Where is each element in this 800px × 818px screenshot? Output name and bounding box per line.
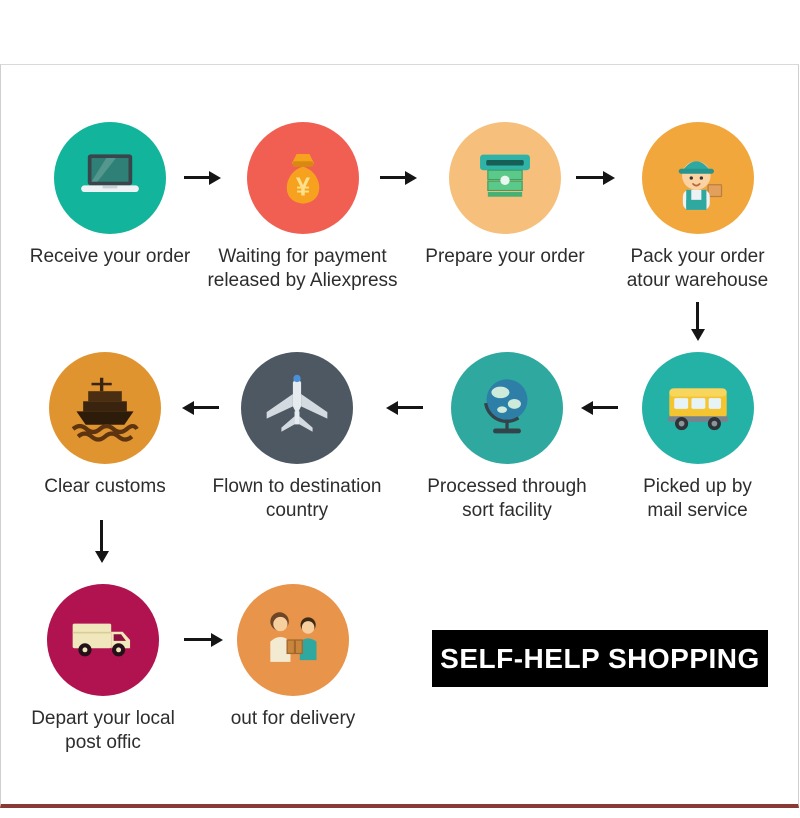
- step-label: Depart your local post offic: [31, 708, 175, 753]
- step-circle: [237, 584, 349, 696]
- step-out-for-delivery: out for delivery: [188, 584, 398, 731]
- warehouse-worker-icon: [678, 161, 722, 210]
- arrow-step5-step6: [592, 406, 618, 409]
- step-label: Clear customs: [44, 476, 166, 497]
- step-flown-destination: Flown to destination country: [192, 352, 402, 523]
- cargo-ship-icon: [71, 377, 139, 442]
- step-label: Processed through sort facility: [427, 476, 587, 521]
- step-label: Waiting for payment released by Aliexpre…: [207, 246, 398, 291]
- arrow-step2-step3: [380, 176, 406, 179]
- step-waiting-payment: ¥ Waiting for payment released by Aliexp…: [195, 122, 410, 293]
- step-label: out for delivery: [230, 708, 356, 729]
- step-circle: [451, 352, 563, 464]
- money-bag-icon: ¥: [286, 154, 319, 204]
- step-circle: [641, 122, 754, 234]
- arrow-step9-step10: [184, 638, 212, 641]
- yuan-glyph: ¥: [295, 174, 310, 202]
- step-circle: [641, 352, 754, 464]
- step-circle: [54, 122, 166, 234]
- step-circle: [49, 352, 161, 464]
- step-label: Flown to destination country: [212, 476, 382, 521]
- arrow-step3-step4: [576, 176, 604, 179]
- globe-icon: [484, 379, 528, 434]
- step-label: Pack your order atour warehouse: [626, 246, 769, 291]
- step-circle: [241, 352, 353, 464]
- arrow-step7-step8: [193, 406, 219, 409]
- laptop-icon: [81, 154, 139, 193]
- arrow-step8-step9: [100, 520, 103, 552]
- arrow-step1-step2: [184, 176, 210, 179]
- airplane-icon: [266, 374, 328, 432]
- arrow-step6-step7: [397, 406, 423, 409]
- step-circle: [47, 584, 159, 696]
- arrow-step4-step5: [696, 302, 699, 330]
- step-circle: ¥: [246, 122, 359, 234]
- mail-bus-icon: [667, 388, 728, 431]
- step-depart-post-office: Depart your local post offic: [0, 584, 206, 755]
- step-prepare-order: Prepare your order: [400, 122, 610, 269]
- step-receive-order: Receive your order: [0, 122, 220, 269]
- step-label: Receive your order: [29, 246, 191, 267]
- step-label: Picked up by mail service: [643, 476, 752, 521]
- delivery-truck-icon: [72, 623, 131, 657]
- step-label: Prepare your order: [425, 246, 585, 267]
- step-clear-customs: Clear customs: [0, 352, 210, 499]
- step-pack-order: Pack your order atour warehouse: [595, 122, 800, 293]
- step-circle: [449, 122, 561, 234]
- cash-dispenser-icon: [480, 154, 530, 197]
- step-picked-up-mail: Picked up by mail service: [595, 352, 800, 523]
- handoff-people-icon: [270, 612, 317, 662]
- step-sort-facility: Processed through sort facility: [402, 352, 612, 523]
- self-help-shopping-banner: SELF-HELP SHOPPING: [432, 630, 768, 687]
